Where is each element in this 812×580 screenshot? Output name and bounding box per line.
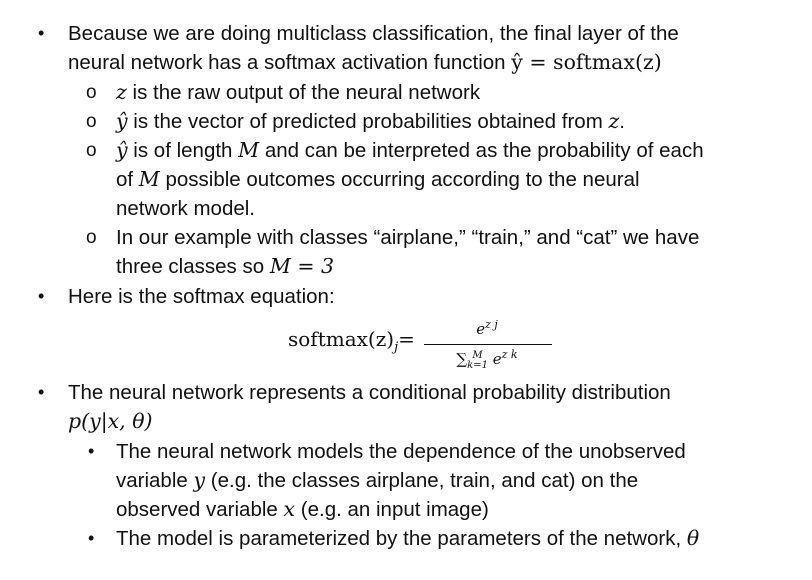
sub-bullet-4-line-1: In our example with classes “airplane,” …	[116, 223, 699, 252]
sum-lower: k=1	[467, 360, 488, 371]
text: The neural network models the dependence…	[116, 440, 686, 463]
sub-sub-bullet-1-line-2: variable y (e.g. the classes airplane, t…	[116, 466, 638, 495]
sub-bullet-4-line-2: three classes so M = 3	[116, 252, 334, 281]
text: Because we are doing multiclass classifi…	[68, 22, 679, 45]
sub-sub-bullet-1-line-1: The neural network models the dependence…	[116, 437, 686, 466]
math-m: M	[138, 167, 160, 191]
bullet-dot: •	[88, 441, 95, 461]
text: variable	[116, 469, 194, 492]
math-m: M	[238, 138, 260, 162]
math-y: y	[193, 468, 206, 492]
bullet-circle: o	[86, 82, 97, 103]
text: (e.g. an input image)	[295, 498, 489, 521]
equation-lhs: softmax(z)j=	[288, 327, 415, 355]
sub-bullet-1: z is the raw output of the neural networ…	[116, 78, 480, 107]
text: and can be interpreted as the probabilit…	[259, 139, 704, 162]
den-exponent: z k	[501, 348, 518, 361]
sub-sub-bullet-1-line-3: observed variable x (e.g. an input image…	[116, 495, 489, 524]
bullet-1-line-2: neural network has a softmax activation …	[68, 48, 662, 77]
text: .	[619, 110, 625, 133]
bullet-dot: •	[88, 528, 95, 548]
sub-bullet-3-line-2: of M possible outcomes occurring accordi…	[116, 165, 640, 194]
text: In our example with classes “airplane,” …	[116, 226, 700, 249]
math-y-hat: ŷ	[116, 138, 128, 162]
bullet-dot: •	[38, 286, 45, 306]
text: of	[116, 168, 139, 191]
text: three classes so	[116, 255, 270, 278]
text: is the raw output of the neural network	[126, 81, 481, 104]
text: network model.	[116, 197, 256, 220]
bullet-circle: o	[86, 111, 97, 132]
bullet-dot: •	[38, 382, 45, 402]
text: The neural network represents a conditio…	[68, 381, 671, 404]
bullet-circle: o	[86, 227, 97, 248]
math-theta: θ	[686, 526, 700, 550]
bullet-1-line-1: Because we are doing multiclass classifi…	[68, 19, 679, 48]
softmax-func: softmax(z)	[288, 327, 395, 351]
math-x: x	[283, 497, 296, 521]
numerator: ez j	[420, 318, 554, 338]
sub-sub-bullet-2: The model is parameterized by the parame…	[116, 524, 699, 553]
sub-bullet-3-line-3: network model.	[116, 194, 255, 223]
math-conditional-prob: p(y|x, θ)	[68, 409, 153, 433]
text: is the vector of predicted probabilities…	[127, 110, 609, 133]
text: is of length	[127, 139, 239, 162]
sub-bullet-3-line-1: ŷ is of length M and can be interpreted …	[116, 136, 704, 165]
text: possible outcomes occurring according to…	[159, 168, 640, 191]
math-softmax-def: ŷ = softmax(z)	[511, 50, 662, 74]
den-base: e	[492, 350, 502, 368]
text: observed variable	[116, 498, 284, 521]
math-m-equals-3: M = 3	[269, 254, 335, 278]
text: neural network has a softmax activation …	[68, 51, 512, 74]
sum-sigma: ∑	[456, 350, 468, 368]
text: (e.g. the classes airplane, train, and c…	[205, 469, 639, 492]
equals-sign: =	[398, 327, 415, 351]
sub-bullet-2: ŷ is the vector of predicted probabiliti…	[116, 107, 625, 136]
num-exponent: z j	[485, 318, 498, 331]
subscript-j: j	[394, 340, 399, 355]
math-z: z	[608, 109, 620, 133]
math-z: z	[116, 80, 127, 104]
fraction-bar	[424, 344, 552, 345]
text: The model is parameterized by the parame…	[116, 527, 687, 550]
text: Here is the softmax equation:	[68, 285, 335, 308]
bullet-3-line-1: The neural network represents a conditio…	[68, 378, 671, 407]
math-y-hat: ŷ	[116, 109, 128, 133]
num-base: e	[476, 320, 486, 338]
bullet-dot: •	[38, 23, 45, 43]
bullet-2: Here is the softmax equation:	[68, 282, 335, 311]
bullet-circle: o	[86, 140, 97, 161]
sum-upper: M	[472, 350, 483, 361]
bullet-3-line-2: p(y|x, θ)	[68, 407, 153, 436]
